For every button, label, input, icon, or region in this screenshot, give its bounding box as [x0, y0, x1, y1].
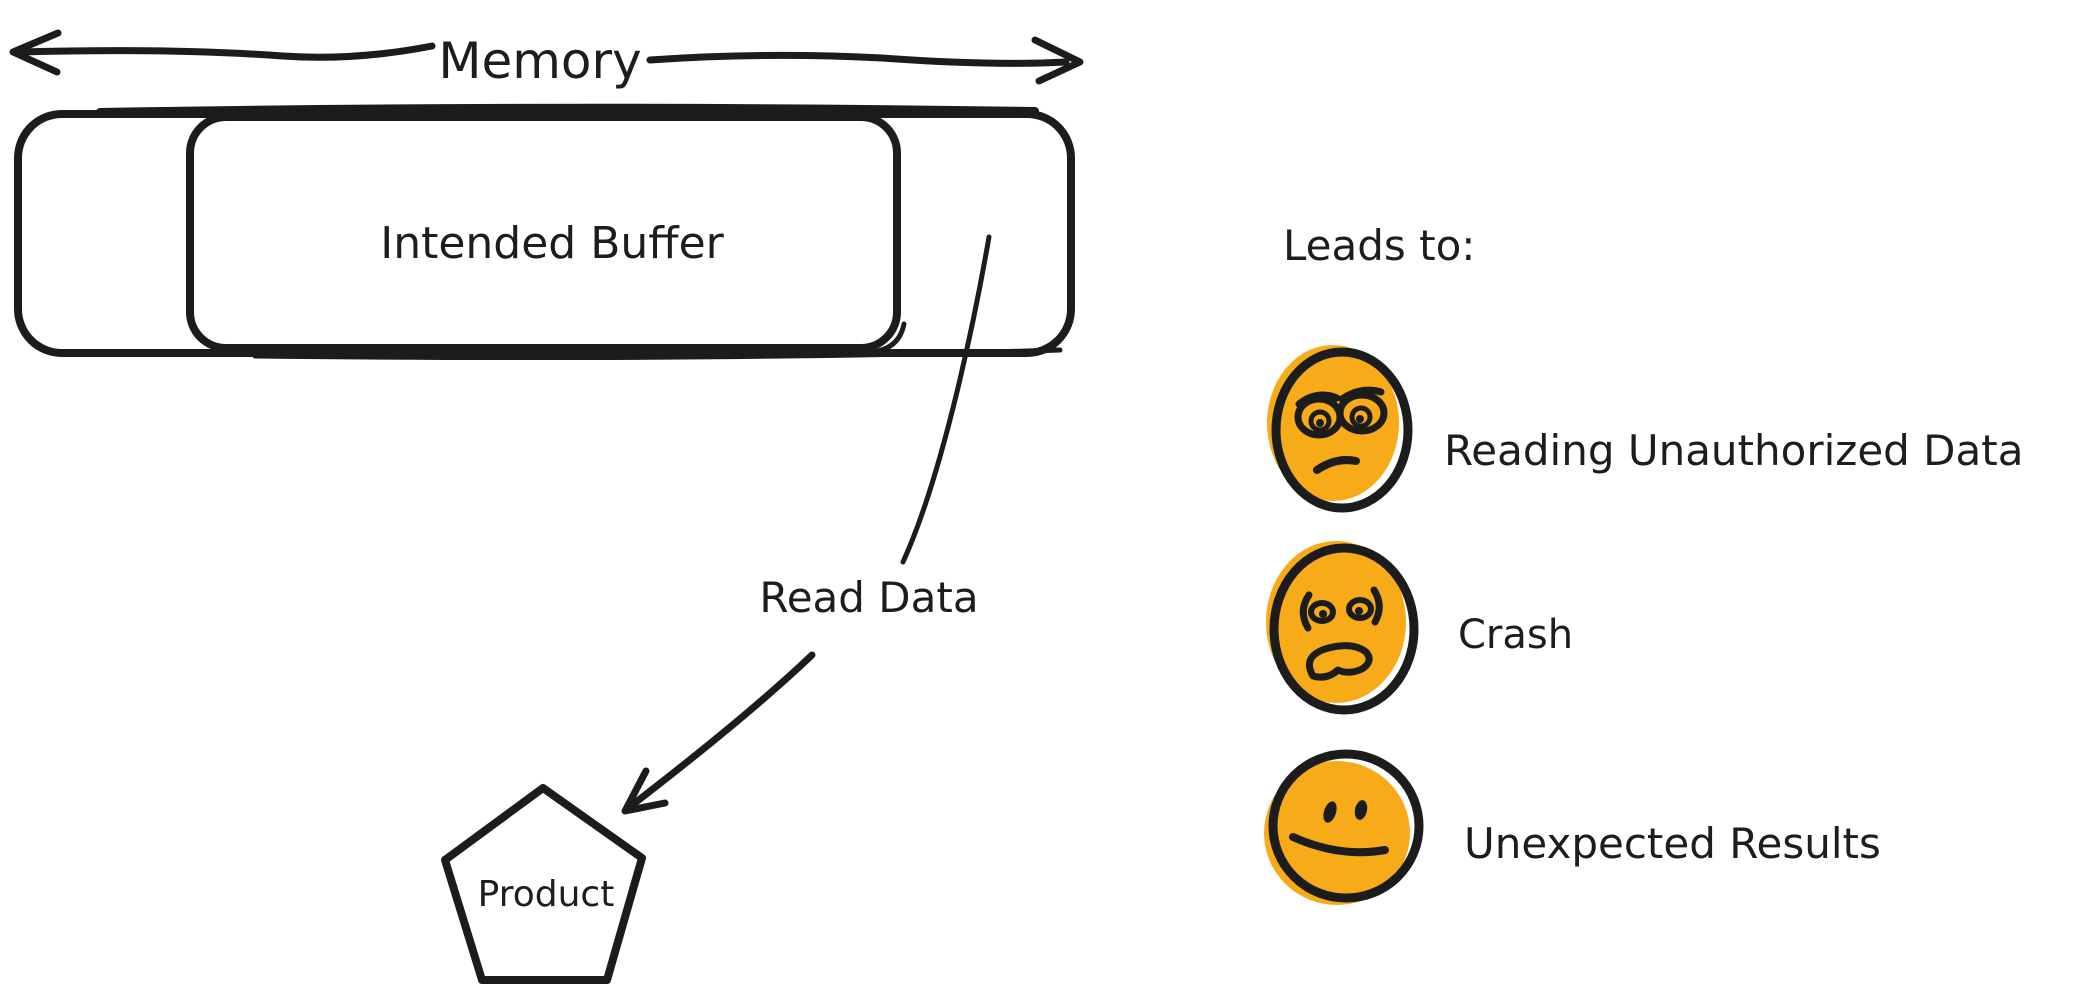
face2-head: [1269, 543, 1419, 715]
product-label: Product: [478, 874, 615, 915]
memory-span-arrow: Memory: [9, 29, 1084, 90]
outcome-label-unexpected-results: Unexpected Results: [1464, 819, 1881, 868]
buffer-corner-sketch-stroke: [869, 321, 907, 355]
outcomes-section: Leads to: Reading Unauthorized Data: [1264, 221, 2023, 905]
memory-label: Memory: [438, 32, 641, 90]
face2-right-pupil: [1355, 607, 1363, 615]
face3-right-eye: [1354, 800, 1368, 820]
intended-buffer-box: [186, 113, 901, 352]
memory-box-bottom-sketch-stroke: [252, 347, 1063, 361]
face3-mouth: [1289, 833, 1389, 857]
anguished-face-icon: [1266, 541, 1419, 715]
product-pentagon: [441, 784, 646, 984]
flushed-worried-face-icon: [1267, 345, 1413, 513]
memory-box-top-sketch-stroke: [96, 103, 1039, 116]
read-data-curve-upper: [900, 234, 992, 565]
unamused-face-icon: [1264, 749, 1424, 905]
face1-right-eye-ring: [1349, 405, 1373, 429]
memory-arrow-right-head-icon: [1031, 36, 1084, 85]
leads-to-heading: Leads to:: [1283, 221, 1475, 270]
face2-left-paren-mark: [1299, 591, 1313, 632]
face1-right-pupil: [1356, 415, 1364, 423]
outcome-label-crash: Crash: [1458, 612, 1573, 658]
read-data-flow: Read Data: [621, 234, 992, 815]
product-shape: Product: [441, 784, 646, 984]
face1-right-eye: [1336, 391, 1388, 435]
face3-offset-blob: [1264, 761, 1410, 905]
face1-left-pupil: [1316, 419, 1324, 427]
memory-arrow-left-shaft: [16, 42, 436, 61]
face2-right-paren-mark: [1370, 586, 1383, 626]
memory-arrow-left-head-icon: [9, 29, 62, 76]
face1-head: [1271, 347, 1413, 513]
face1-offset-blob: [1267, 345, 1399, 501]
read-data-label: Read Data: [759, 573, 978, 622]
face2-mouth: [1306, 642, 1373, 681]
face2-left-pupil: [1319, 610, 1327, 618]
outcome-label-reading-unauthorized-data: Reading Unauthorized Data: [1444, 426, 2023, 475]
face1-left-eye-ring: [1308, 409, 1332, 433]
intended-buffer-label: Intended Buffer: [380, 218, 724, 269]
memory-arrow-right-shaft: [646, 51, 1070, 67]
face2-left-eye: [1308, 600, 1336, 624]
face1-mouth: [1313, 456, 1360, 474]
memory-box: Intended Buffer: [14, 103, 1075, 361]
read-data-arrow-shaft: [623, 651, 816, 813]
face3-left-eye: [1323, 801, 1337, 823]
face3-head: [1268, 749, 1424, 903]
face2-right-eye: [1346, 597, 1374, 621]
read-data-arrow-head-icon: [621, 767, 669, 815]
